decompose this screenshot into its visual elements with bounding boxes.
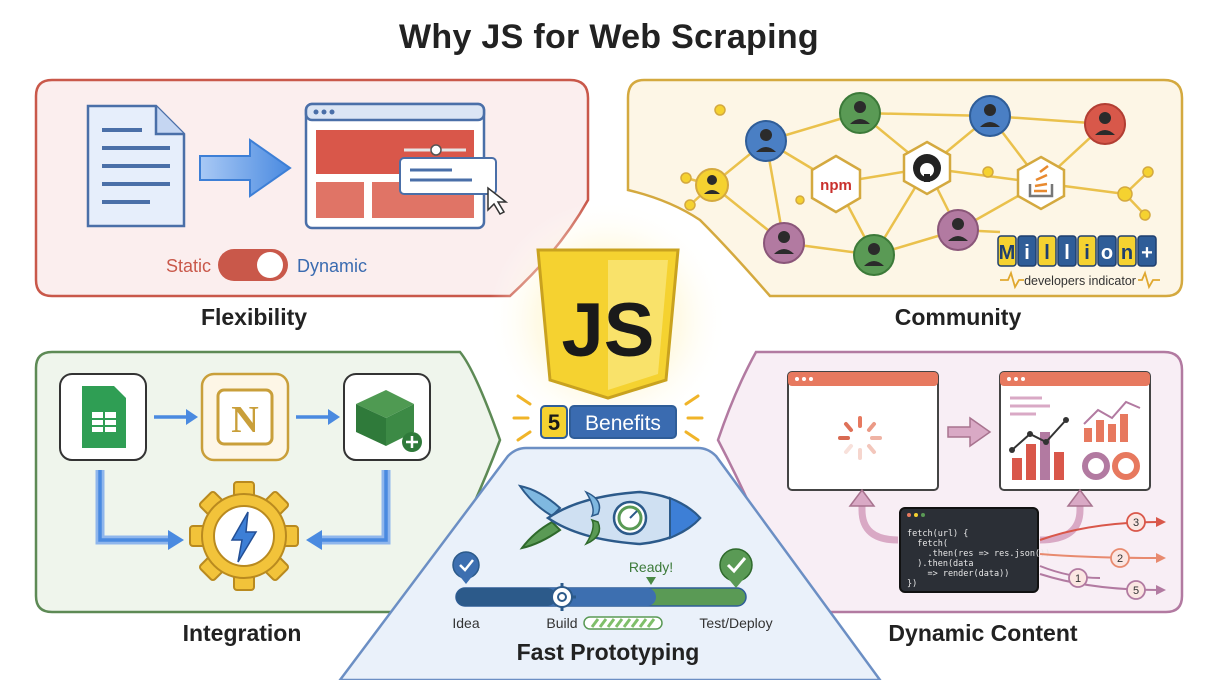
toggle-static-label: Static xyxy=(166,256,211,276)
step-marker: 2 xyxy=(1110,548,1130,568)
caption-integration: Integration xyxy=(182,620,302,646)
caption-flexibility: Flexibility xyxy=(200,304,308,330)
developer-avatar xyxy=(695,168,729,202)
counter-tile: n xyxy=(1117,235,1137,267)
caption-community: Community xyxy=(894,304,1022,330)
counter-letter: n xyxy=(1121,242,1133,264)
google-sheets-icon xyxy=(59,373,147,461)
npm-icon: npm xyxy=(810,154,862,214)
stage-build: Build xyxy=(546,615,577,631)
step-number: 2 xyxy=(1117,553,1123,565)
developer-avatar xyxy=(969,95,1011,137)
counter-tile: l xyxy=(1057,235,1077,267)
developer-avatar xyxy=(937,209,979,251)
stage-idea: Idea xyxy=(452,615,479,631)
counter-tile: + xyxy=(1137,235,1157,267)
checkmark-icon xyxy=(719,548,753,588)
step-markers: 3 2 1 5 xyxy=(1068,512,1146,600)
counter-caption: developers indicator xyxy=(1024,274,1136,288)
counter-letter: i xyxy=(1084,242,1090,264)
benefit-label: Benefits xyxy=(585,412,661,435)
developer-avatar xyxy=(839,92,881,134)
svg-text:N: N xyxy=(231,399,258,441)
js-shield-logo: JS xyxy=(536,248,680,400)
step-number: 5 xyxy=(1133,585,1139,597)
developer-avatar xyxy=(745,120,787,162)
counter-letter: i xyxy=(1024,242,1030,264)
toggle-dynamic-label: Dynamic xyxy=(297,256,367,276)
step-number: 1 xyxy=(1075,573,1081,585)
counter-tile: l xyxy=(1037,235,1057,267)
developer-avatar xyxy=(1084,103,1126,145)
arrow-right-icon xyxy=(199,138,292,198)
benefit-count: 5 xyxy=(548,410,560,435)
js-logo-text: JS xyxy=(562,288,655,373)
rocket-icon xyxy=(517,484,702,550)
developer-avatar xyxy=(763,222,805,264)
flow-arrows xyxy=(95,409,391,550)
step-marker: 3 xyxy=(1126,512,1146,532)
document-icon xyxy=(86,104,186,228)
github-icon xyxy=(902,140,952,196)
ready-marker-icon xyxy=(646,577,656,585)
code-lines: fetch(url) { fetch( .then(res => res.jso… xyxy=(907,529,1050,589)
loading-spinner-icon xyxy=(838,416,882,460)
counter-tile: M xyxy=(997,235,1017,267)
stage-test-deploy: Test/Deploy xyxy=(699,615,772,631)
benefits-badge: 5 Benefits xyxy=(540,405,677,439)
gear-lightning-icon xyxy=(189,481,299,591)
build-progress-bar xyxy=(583,616,663,630)
flexibility-panel: Static Dynamic xyxy=(34,78,590,298)
counter-letter: M xyxy=(999,242,1016,264)
pulse-line-icon xyxy=(1138,270,1160,290)
static-dynamic-toggle[interactable] xyxy=(218,249,288,281)
developer-avatar xyxy=(853,234,895,276)
location-pin-icon xyxy=(452,551,480,584)
curved-arrow-icon xyxy=(858,500,899,544)
network-nodes xyxy=(680,104,1154,221)
step-number: 3 xyxy=(1133,517,1139,529)
code-line: fetch( xyxy=(907,539,948,549)
loading-browser-icon xyxy=(787,371,939,491)
gear-icon xyxy=(548,583,576,611)
counter-tile: o xyxy=(1097,235,1117,267)
npm-label: npm xyxy=(820,177,852,194)
prototyping-progress-bar xyxy=(455,587,747,607)
counter-letter: l xyxy=(1044,242,1050,264)
pulse-line-icon xyxy=(1000,270,1024,290)
page-title: Why JS for Web Scraping xyxy=(399,18,819,56)
prototyping-panel: Ready! Idea Build Test/Deploy xyxy=(337,446,883,682)
integration-panel: N xyxy=(34,350,502,614)
step-marker: 5 xyxy=(1126,580,1146,600)
airtable-icon xyxy=(343,373,431,461)
arrow-right-icon xyxy=(947,416,992,448)
counter-letter: o xyxy=(1101,242,1113,264)
code-line: }) xyxy=(907,579,917,589)
dynamic-content-panel: fetch(url) { fetch( .then(res => res.jso… xyxy=(716,350,1184,614)
counter-letter: + xyxy=(1141,242,1153,264)
code-editor: fetch(url) { fetch( .then(res => res.jso… xyxy=(899,507,1050,593)
notion-icon: N xyxy=(200,372,290,462)
spark-icon xyxy=(512,394,704,442)
counter-tile: i xyxy=(1017,235,1037,267)
counter-tile: i xyxy=(1077,235,1097,267)
browser-window-icon xyxy=(304,102,509,230)
code-line: => render(data)) xyxy=(907,569,1009,579)
code-line: ).then(data xyxy=(907,559,974,569)
dashboard-browser-icon xyxy=(999,371,1151,491)
stack-overflow-icon xyxy=(1016,155,1066,211)
step-marker: 1 xyxy=(1068,568,1088,588)
center-badge: JS 5 Benefits xyxy=(488,200,728,442)
counter-letter: l xyxy=(1064,242,1070,264)
code-line: fetch(url) { xyxy=(907,529,968,539)
caption-dynamic-content: Dynamic Content xyxy=(888,620,1078,646)
caption-fast-prototyping: Fast Prototyping xyxy=(516,639,700,665)
ready-label: Ready! xyxy=(629,559,673,575)
code-line: .then(res => res.json()) xyxy=(907,549,1050,559)
